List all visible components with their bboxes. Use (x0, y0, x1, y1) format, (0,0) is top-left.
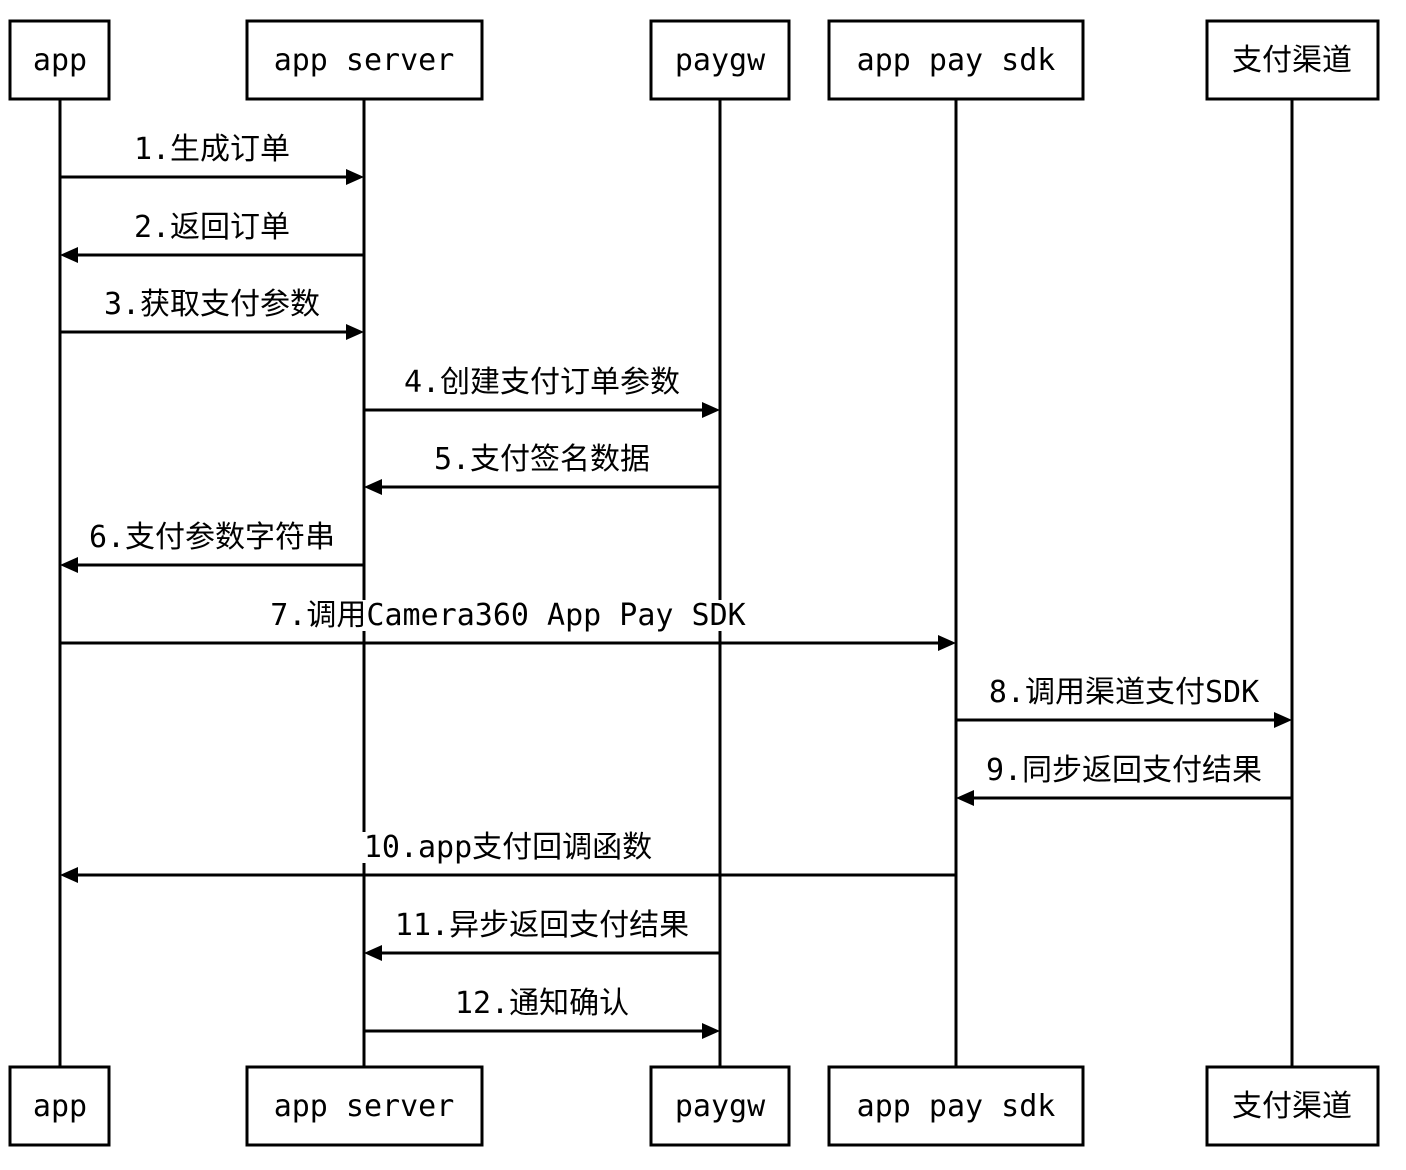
participant-label: paygw (675, 43, 766, 78)
message-label-background (401, 367, 683, 398)
message-label-background (452, 988, 632, 1019)
participant-paygw-bottom: paygw (649, 1065, 791, 1147)
message-10: 10.app支付回调函数 (60, 830, 956, 883)
message-6: 6.支付参数字符串 (60, 520, 364, 573)
participant-box (1205, 19, 1380, 101)
participant-label: paygw (675, 1089, 766, 1124)
message-label: 4.创建支付订单参数 (404, 365, 680, 400)
message-label: 10.app支付回调函数 (364, 830, 652, 865)
message-label: 11.异步返回支付结果 (395, 908, 689, 943)
participant-box (827, 19, 1085, 101)
message-label-background (268, 600, 748, 631)
message-label-background (361, 832, 655, 863)
message-11: 11.异步返回支付结果 (364, 908, 720, 961)
participant-boxes: app app app server app server paygw paygw app … (8, 19, 1380, 1147)
participant-box (8, 19, 111, 101)
arrowhead-icon (60, 557, 78, 573)
arrowhead-icon (364, 945, 382, 961)
arrowhead-icon (938, 635, 956, 651)
arrowhead-icon (702, 1023, 720, 1039)
message-label-background (131, 134, 293, 165)
message-2: 2.返回订单 (60, 210, 364, 263)
participant-sdk-bottom: app pay sdk (827, 1065, 1085, 1147)
participant-label: app server (274, 1089, 455, 1124)
participant-label: app (33, 1089, 87, 1124)
message-label: 8.调用渠道支付SDK (989, 675, 1259, 710)
message-label-background (392, 910, 692, 941)
message-4: 4.创建支付订单参数 (364, 365, 720, 418)
message-8: 8.调用渠道支付SDK (956, 675, 1292, 728)
participant-box (1205, 1065, 1380, 1147)
message-9: 9.同步返回支付结果 (956, 753, 1292, 806)
participant-box (649, 1065, 791, 1147)
arrowhead-icon (702, 402, 720, 418)
message-label-background (431, 444, 653, 475)
participant-channel-bottom: 支付渠道 (1205, 1065, 1380, 1147)
message-5: 5.支付签名数据 (364, 442, 720, 495)
participant-label: app server (274, 43, 455, 78)
message-label: 12.通知确认 (455, 986, 629, 1021)
message-label: 6.支付参数字符串 (89, 520, 335, 555)
participant-box (8, 1065, 111, 1147)
arrowhead-icon (60, 867, 78, 883)
participant-label: 支付渠道 (1232, 1089, 1352, 1124)
participant-box (245, 1065, 484, 1147)
participant-app-bottom: app (8, 1065, 111, 1147)
participant-box (827, 1065, 1085, 1147)
arrowhead-icon (364, 479, 382, 495)
participant-app-top: app (8, 19, 111, 101)
message-label-background (86, 522, 338, 553)
message-label: 1.生成订单 (134, 132, 290, 167)
participant-appserver-bottom: app server (245, 1065, 484, 1147)
message-label-background (983, 755, 1265, 786)
participant-label: app pay sdk (857, 1089, 1056, 1124)
participant-channel-top: 支付渠道 (1205, 19, 1380, 101)
message-7: 7.调用Camera360 App Pay SDK (60, 598, 956, 651)
arrowhead-icon (956, 790, 974, 806)
lifelines (58, 99, 1294, 1067)
message-label: 5.支付签名数据 (434, 442, 650, 477)
participant-label: app pay sdk (857, 43, 1056, 78)
participant-paygw-top: paygw (649, 19, 791, 101)
participant-box (649, 19, 791, 101)
arrowhead-icon (346, 169, 364, 185)
participant-sdk-top: app pay sdk (827, 19, 1085, 101)
message-1: 1.生成订单 (60, 132, 364, 185)
participant-label: app (33, 43, 87, 78)
message-label: 9.同步返回支付结果 (986, 753, 1262, 788)
arrowhead-icon (60, 247, 78, 263)
message-label: 3.获取支付参数 (104, 287, 320, 322)
arrowhead-icon (1274, 712, 1292, 728)
arrowhead-icon (346, 324, 364, 340)
message-label-background (101, 289, 323, 320)
message-label-background (131, 212, 293, 243)
participant-label: 支付渠道 (1232, 43, 1352, 78)
message-12: 12.通知确认 (364, 986, 720, 1039)
participant-appserver-top: app server (245, 19, 484, 101)
message-label: 2.返回订单 (134, 210, 290, 245)
message-3: 3.获取支付参数 (60, 287, 364, 340)
message-label: 7.调用Camera360 App Pay SDK (270, 598, 745, 633)
participant-box (245, 19, 484, 101)
message-label-background (986, 677, 1262, 708)
messages: 1.生成订单 2.返回订单 3.获取支付参数 4.创建支付订单参数 5.支付签名数据 6.… (60, 132, 1292, 1039)
